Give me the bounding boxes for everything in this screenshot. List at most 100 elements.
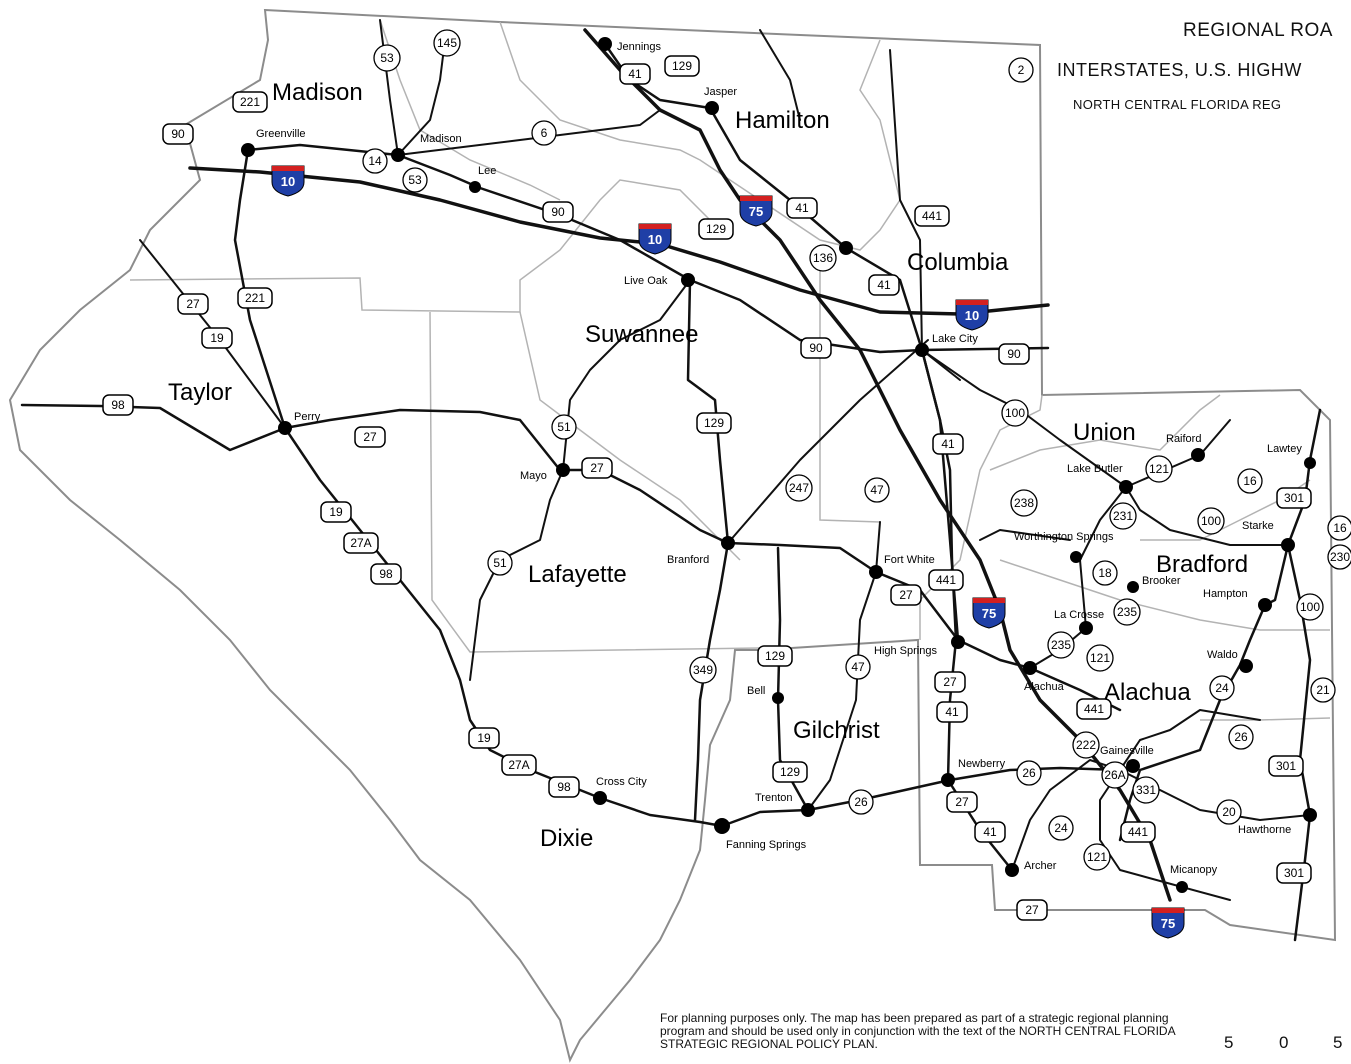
- state-marker: 21: [1310, 677, 1336, 703]
- state-marker: 222: [1072, 731, 1100, 759]
- svg-text:51: 51: [493, 556, 507, 570]
- us-shield: 41: [974, 821, 1006, 843]
- svg-text:21: 21: [1316, 683, 1330, 697]
- state-marker: 14: [362, 148, 388, 174]
- us-shield: 27: [177, 293, 209, 315]
- svg-text:221: 221: [240, 95, 260, 109]
- interstate-number: 75: [749, 204, 763, 219]
- state-marker: 121: [1145, 455, 1173, 483]
- us-shield: 27: [934, 671, 966, 693]
- interstate-number: 10: [281, 174, 295, 189]
- state-marker: 6: [531, 120, 557, 146]
- svg-text:41: 41: [877, 278, 891, 292]
- svg-text:441: 441: [1084, 702, 1104, 716]
- disclaimer-text: For planning purposes only. The map has …: [660, 1011, 1175, 1051]
- us-highway-shields: 221 90 41 129 90 41 129 441 41 27 221 19…: [102, 55, 1312, 921]
- svg-text:100: 100: [1005, 406, 1025, 420]
- interstate-shield: 75: [972, 597, 1006, 629]
- county-label-taylor: Taylor: [168, 379, 232, 406]
- svg-text:41: 41: [941, 437, 955, 451]
- svg-text:121: 121: [1090, 651, 1110, 665]
- town-label-cross-city: Cross City: [596, 776, 647, 788]
- svg-text:301: 301: [1276, 759, 1296, 773]
- svg-text:235: 235: [1117, 605, 1137, 619]
- us-shield: 41: [936, 701, 968, 723]
- svg-text:231: 231: [1113, 509, 1133, 523]
- svg-text:27: 27: [363, 430, 377, 444]
- svg-text:145: 145: [437, 36, 457, 50]
- town-label-archer: Archer: [1024, 860, 1057, 872]
- county-label-dixie: Dixie: [540, 825, 593, 852]
- svg-text:27: 27: [186, 297, 200, 311]
- svg-text:6: 6: [541, 126, 548, 140]
- us-shield: 41: [619, 63, 651, 85]
- us-shield: 129: [696, 412, 732, 434]
- county-label-madison: Madison: [272, 79, 363, 106]
- town-label-newberry: Newberry: [958, 758, 1006, 770]
- svg-text:90: 90: [1007, 347, 1021, 361]
- town-label-gainesville: Gainesville: [1100, 745, 1154, 757]
- svg-text:129: 129: [765, 649, 785, 663]
- svg-text:26: 26: [854, 795, 868, 809]
- town-label-high-springs: High Springs: [874, 645, 937, 657]
- map-title-line-2: INTERSTATES, U.S. HIGHW: [1057, 60, 1302, 80]
- us-shield: 301: [1276, 487, 1312, 509]
- state-marker: 53: [373, 44, 401, 72]
- interstate-shield: 75: [739, 195, 773, 227]
- svg-text:27: 27: [590, 461, 604, 475]
- svg-text:100: 100: [1300, 600, 1320, 614]
- svg-text:14: 14: [368, 154, 382, 168]
- svg-text:301: 301: [1284, 866, 1304, 880]
- town-label-micanopy: Micanopy: [1170, 864, 1218, 876]
- state-road-markers: 145 53 2 6 14 53 136 100 51 247 47 121 1…: [362, 29, 1351, 871]
- svg-text:47: 47: [870, 483, 884, 497]
- town-label-lake-city: Lake City: [932, 333, 978, 345]
- svg-text:90: 90: [171, 127, 185, 141]
- svg-text:98: 98: [557, 780, 571, 794]
- svg-text:441: 441: [936, 573, 956, 587]
- us-shield: 41: [868, 274, 900, 296]
- svg-text:136: 136: [813, 251, 833, 265]
- svg-text:90: 90: [551, 205, 565, 219]
- state-marker: 238: [1010, 489, 1038, 517]
- us-shield: 301: [1268, 755, 1304, 777]
- us-shield: 19: [468, 727, 500, 749]
- town-label-live-oak: Live Oak: [624, 275, 668, 287]
- svg-text:16: 16: [1333, 521, 1347, 535]
- town-label-branford: Branford: [667, 554, 709, 566]
- svg-text:230: 230: [1330, 550, 1350, 564]
- town-label-worthington-springs: Worthington Springs: [1014, 531, 1114, 543]
- us-shield: 129: [772, 761, 808, 783]
- town-label-lee: Lee: [478, 165, 496, 177]
- svg-text:222: 222: [1076, 738, 1096, 752]
- us-shield: 27: [581, 457, 613, 479]
- us-shield: 90: [542, 201, 574, 223]
- scale-label: 5: [1224, 1033, 1234, 1052]
- town-label-hampton: Hampton: [1203, 588, 1248, 600]
- town-label-waldo: Waldo: [1207, 649, 1238, 661]
- us-shield: 27A: [343, 532, 379, 554]
- map-title-line-1: REGIONAL ROA: [1183, 20, 1333, 41]
- state-marker: 100: [1197, 507, 1225, 535]
- svg-text:26A: 26A: [1104, 768, 1125, 782]
- svg-text:41: 41: [983, 825, 997, 839]
- state-marker: 121: [1086, 644, 1114, 672]
- state-marker: 26: [1228, 724, 1254, 750]
- state-marker: 26A: [1101, 761, 1129, 789]
- svg-text:331: 331: [1136, 783, 1156, 797]
- state-marker: 145: [433, 29, 461, 57]
- svg-text:98: 98: [379, 567, 393, 581]
- town-label-fort-white: Fort White: [884, 554, 935, 566]
- town-label-bell: Bell: [747, 685, 765, 697]
- svg-text:19: 19: [210, 331, 224, 345]
- county-label-alachua: Alachua: [1104, 679, 1191, 706]
- us-shield: 301: [1276, 862, 1312, 884]
- state-marker: 20: [1216, 799, 1242, 825]
- us-shield: 441: [1076, 698, 1112, 720]
- svg-text:441: 441: [922, 209, 942, 223]
- us-shield: 441: [1120, 821, 1156, 843]
- us-shield: 90: [998, 343, 1030, 365]
- state-marker: 100: [1296, 593, 1324, 621]
- state-marker: 121: [1083, 843, 1111, 871]
- us-shield: 19: [201, 327, 233, 349]
